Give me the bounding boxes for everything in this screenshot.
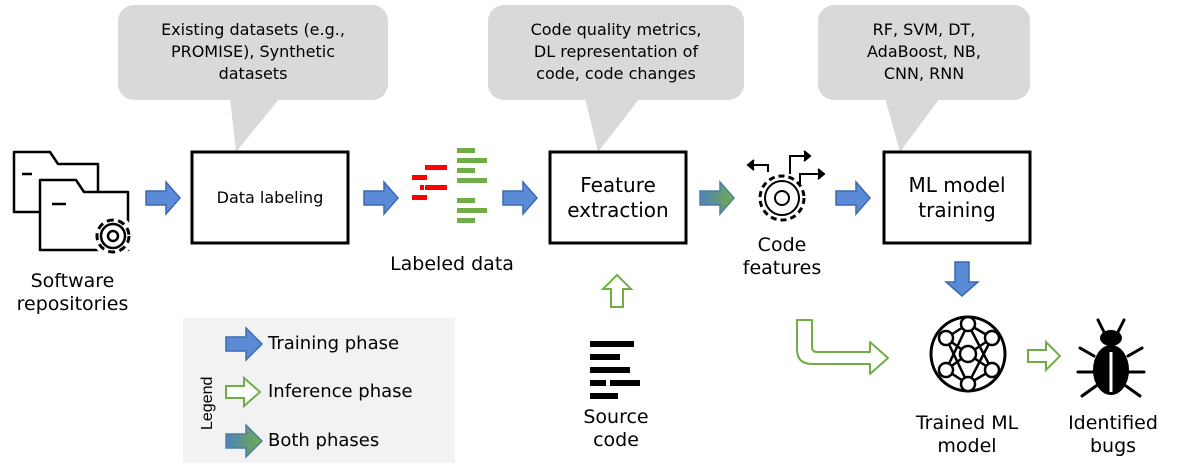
software-repositories-line-2: repositories [16,292,129,315]
feature-extraction-line-1: Feature [580,172,656,197]
data-labeling-text: Data labeling [216,187,324,207]
bubble-features [488,5,744,152]
source-code-line-1: Source [583,406,649,428]
bug-icon [1076,318,1146,398]
arrow-model-to-bugs [1027,341,1061,371]
code-features-line-2: features [742,256,822,279]
ml-training-line-2: training [918,197,996,222]
arrow-features-to-model [796,319,889,375]
neural-network-icon [929,315,1007,393]
labeled-data-text: Labeled data [390,253,514,275]
source-code-label: Source code [566,406,666,452]
legend-item-training-text: Training phase [268,333,400,354]
bubble-models [818,5,1030,152]
trained-model-line-2: model [937,434,997,457]
bubble-models-line-1: RF, SVM, DT, [872,20,976,39]
arrow-extraction-to-features [699,181,735,215]
feature-extraction-label: Feature extraction [550,152,686,243]
data-labeling-label: Data labeling [192,152,348,243]
legend-inference-arrow [225,375,262,409]
software-repositories-line-1: Software [30,270,115,292]
legend-both-arrow [225,423,264,459]
source-code-line-2: code [593,428,639,451]
identified-bugs-label: Identified bugs [1056,412,1170,458]
bubble-datasets-line-2: PROMISE), Synthetic [170,42,336,61]
bubble-features-line-1: Code quality metrics, [530,20,702,39]
bubble-datasets [118,5,388,152]
bubble-features-line-2: DL representation of [533,42,699,61]
folder-icon [12,150,130,252]
identified-bugs-line-2: bugs [1089,434,1137,457]
arrow-training-to-model [944,261,980,297]
source-code-icon [590,341,640,399]
legend-title: Legend [199,377,216,430]
data-labeling-box [190,150,350,245]
bubble-models-text: RF, SVM, DT, AdaBoost, NB, CNN, RNN [818,19,1030,85]
bubble-features-line-3: code, code changes [536,64,696,83]
bubble-models-line-3: CNN, RNN [883,64,965,83]
arrow-data-to-extraction [502,181,538,215]
legend-training-arrow [225,326,264,362]
code-features-label: Code features [732,234,832,280]
ml-training-box [882,150,1032,245]
feature-extraction-box [548,150,688,245]
arrow-features-to-training [835,181,871,215]
ml-training-label: ML model training [884,152,1030,243]
gear-icon [92,215,134,257]
feature-extraction-line-2: extraction [567,197,669,222]
legend-item-inference-text: Inference phase [268,381,413,402]
legend-item-inference: Inference phase [268,381,413,403]
trained-model-label: Trained ML model [902,412,1032,458]
bubble-features-text: Code quality metrics, DL representation … [488,19,744,85]
code-features-gear-icon [746,150,826,222]
software-repositories-label: Software repositories [0,270,145,316]
trained-model-line-1: Trained ML [915,412,1019,434]
identified-bugs-line-1: Identified [1068,412,1158,434]
bubble-models-line-2: AdaBoost, NB, [867,42,981,61]
bubble-datasets-line-1: Existing datasets (e.g., [161,20,345,39]
code-features-line-1: Code [757,234,807,256]
bubble-datasets-text: Existing datasets (e.g., PROMISE), Synth… [118,19,388,85]
arrow-labeling-to-data [363,181,399,215]
arrow-source-to-extraction [600,273,634,308]
ml-training-line-1: ML model [908,172,1006,197]
labeled-data-icon [412,148,487,223]
legend-item-both: Both phases [268,430,379,452]
arrow-repos-to-labeling [145,181,181,215]
bubble-datasets-line-3: datasets [218,64,288,83]
labeled-data-label: Labeled data [372,253,532,276]
legend-item-training: Training phase [268,333,399,355]
legend-item-both-text: Both phases [268,430,380,451]
